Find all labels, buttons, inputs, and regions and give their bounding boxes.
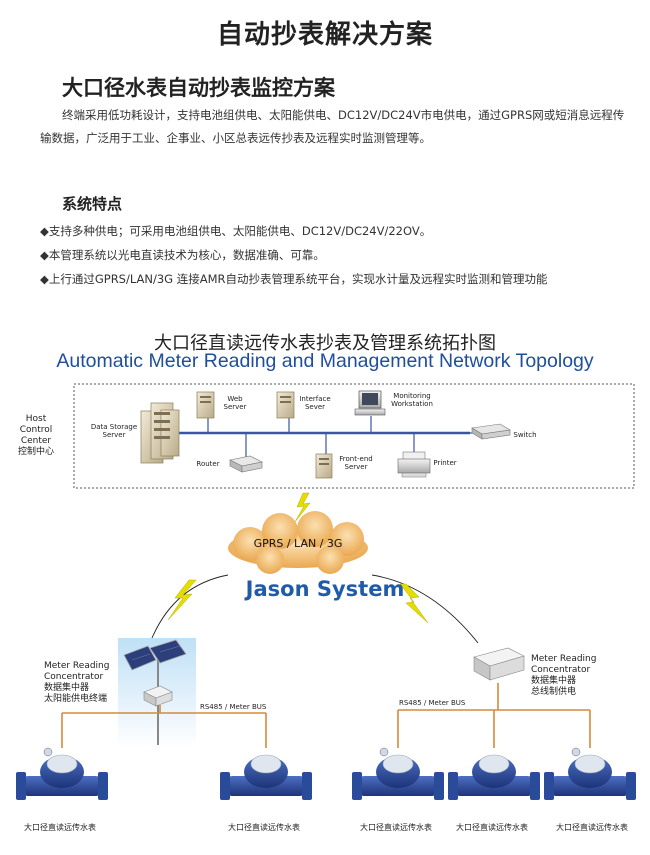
feature-item: ◆本管理系统以光电直读技术为核心，数据准确、可靠。 (40, 248, 325, 262)
left-bus-label: RS485 / Meter BUS (200, 703, 267, 711)
lightning-icon (399, 583, 429, 624)
intro-paragraph: 终端采用低功耗设计，支持电池组供电、太阳能供电、DC12V/DC24V市电供电，… (40, 108, 625, 145)
host-label: Host Control Center 控制中心 (17, 414, 54, 457)
water-meter-icon (16, 747, 108, 800)
printer-icon (397, 451, 431, 478)
meter-caption: 大口径直读远传水表 (556, 823, 628, 832)
feature-item: ◆上行通过GPRS/LAN/3G 连接AMR自动抄表管理系统平台，实现水计量及远… (40, 272, 548, 286)
web-server-icon (196, 391, 215, 419)
feature-item: ◆支持多种供电；可采用电池组供电、太阳能供电、DC12V/DC24V/22OV。 (40, 224, 432, 238)
meter-caption: 大口径直读远传水表 (360, 823, 432, 832)
data-storage-server-icon (140, 402, 180, 464)
topology-title-cn: 大口径直读远传水表抄表及管理系统拓扑图 (154, 333, 496, 354)
left-concentrator-label: Meter Reading Concentrator 数据集中器 太阳能供电终端 (44, 661, 110, 704)
monitoring-workstation-icon (354, 390, 386, 416)
cloud-icon (228, 511, 368, 574)
meter-caption: 大口径直读远传水表 (24, 823, 96, 832)
switch-label: Switch (513, 431, 537, 439)
right-concentrator-label: Meter Reading Concentrator 数据集中器 总线制供电 (531, 654, 597, 697)
topology-title-en: Automatic Meter Reading and Management N… (56, 350, 594, 372)
lightning-icon (294, 492, 311, 523)
solar-concentrator-icon (118, 638, 196, 748)
features-heading: 系统特点 (62, 195, 123, 213)
host-frame (73, 383, 635, 489)
concentrator-icon (473, 647, 525, 681)
router-label: Router (196, 460, 220, 468)
switch-icon (471, 423, 511, 440)
water-meter-icon (220, 754, 312, 800)
water-meter-icon (352, 747, 444, 800)
bus-lines (61, 683, 591, 748)
link-arc-right (371, 574, 479, 644)
router-icon (229, 455, 263, 473)
water-meter-icon (448, 754, 540, 800)
printer-label: Printer (433, 459, 457, 467)
meter-caption: 大口径直读远传水表 (456, 823, 528, 832)
page-title: 自动抄表解决方案 (216, 20, 433, 50)
interface-server-icon (276, 391, 295, 419)
meter-caption: 大口径直读远传水表 (228, 823, 300, 832)
section-subtitle: 大口径水表自动抄表监控方案 (62, 76, 335, 100)
frontend-server-icon (315, 453, 333, 479)
lightning-icon (167, 579, 197, 621)
system-name: Jason System (245, 577, 405, 601)
water-meter-icon (544, 747, 636, 800)
right-bus-label: RS485 / Meter BUS (399, 699, 466, 707)
network-label: GPRS / LAN / 3G (253, 537, 343, 550)
